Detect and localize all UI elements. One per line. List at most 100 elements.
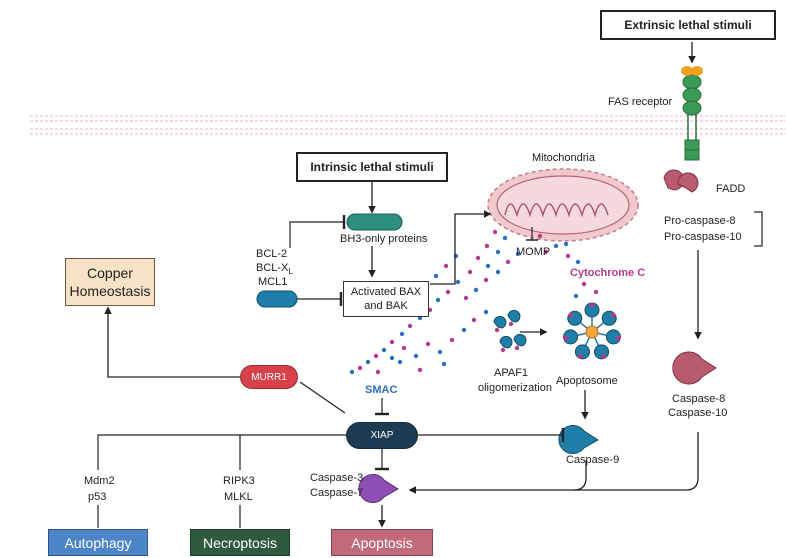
cytochrome-dot [483,277,489,283]
copper-label-line2: Homeostasis [69,283,151,299]
smac-dot [515,251,521,257]
mdm2-label: Mdm2 [84,475,115,487]
smac-dot [461,327,467,333]
apaf1-label: APAF1 [494,367,529,379]
caspase9-to-caspase3-line [573,460,587,491]
cytochrome-dot [425,341,431,347]
cytochrome-dot [565,253,571,259]
apoptosome-cytochrome [563,335,569,341]
smac-dot [381,347,387,353]
cytochrome-dot [401,345,407,351]
murr1-to-copper-arrow [104,306,240,378]
xiap-pill: XIAP [346,422,418,449]
murr1-to-xiap-line [299,381,346,414]
apoptosome-cytochrome [589,302,595,308]
caspase-3-icon [358,474,399,503]
mitochondria-label: Mitochondria [532,152,595,164]
apaf1-monomer [507,309,521,323]
cytochrome-dot [581,281,587,287]
mcl1-label: MCL1 [258,276,288,288]
smac-label: SMAC [365,384,398,396]
activated-bax-box: Activated BAX and BAK [343,281,429,317]
apoptosome-cytochrome [568,312,574,318]
cytochrome-c-label: Cytochrome C [570,267,646,279]
cytochrome-dot [463,295,469,301]
bcl2-inhibits-bh3-line [289,214,346,248]
intrinsic-stimuli-label: Intrinsic lethal stimuli [310,160,434,174]
apaf1-cytochrome [514,345,520,351]
smac-dot [502,235,508,241]
smac-dot [365,359,371,365]
smac-dot [437,349,443,355]
apaf1-cytochrome [500,347,506,353]
cell-membrane [30,115,786,135]
caspase8-to-caspase3-arrow [408,432,699,494]
apoptosome-cytochrome [615,335,621,341]
cytochrome-dot [417,367,423,373]
copper-label-line1: Copper [87,265,133,281]
caspase-10-label: Caspase-10 [668,407,728,419]
cytochrome-dot [471,317,477,323]
apoptosome-cytochrome [610,312,616,318]
bclx-text: BCL-X [256,262,289,274]
caspase-7-label: Caspase-7 [310,487,364,499]
apoptosome-cytochrome [601,353,607,359]
smac-dot [473,287,479,293]
apoptosis-label: Apoptosis [351,534,413,551]
bcl2-label: BCL-2 [256,248,288,260]
cytochrome-dot [543,249,549,255]
bax-to-mitochondria-arrow [430,210,492,285]
caspase-9-icon [558,425,599,454]
bclx-label: BCL-XL [256,261,293,279]
smac-dot [485,263,491,269]
apaf1-monomer [513,333,527,347]
bclx-subscript: L [288,267,293,277]
autophagy-label: Autophagy [64,534,132,551]
smac-dot [435,297,441,303]
necroptosis-label: Necroptosis [203,534,277,551]
extrinsic-stimuli-label: Extrinsic lethal stimuli [624,18,752,32]
cytochrome-dot [357,365,363,371]
momp-label: MOMP [516,246,551,258]
pro-caspase-bracket [754,211,763,247]
smac-dot [553,243,559,249]
smac-dot [349,369,355,375]
murr1-label: MURR1 [251,371,287,383]
fadd-label: FADD [716,183,746,195]
smac-dot [575,259,581,265]
cytochrome-dot [475,255,481,261]
caspase-8-icon [672,351,717,385]
apoptosome-core [585,325,599,339]
mitochondria-icon [487,168,639,242]
smac-dot [433,273,439,279]
pro-caspase-10-label: Pro-caspase-10 [664,231,742,243]
cytochrome-dot [373,353,379,359]
caspase-8-label: Caspase-8 [672,393,726,405]
smac-dot [495,269,501,275]
cytochrome-dot [449,337,455,343]
oligomerization-label: oligomerization [478,382,552,394]
cytochrome-dot [492,229,498,235]
smac-dot [483,309,489,315]
smac-dot [441,361,447,367]
murr1-pill: MURR1 [240,365,298,389]
p53-label: p53 [88,491,107,503]
fas-receptor-label: FAS receptor [608,96,673,108]
smac-dot [495,249,501,255]
cytochrome-dot [407,323,413,329]
bh3-protein-icon [346,213,403,231]
intrinsic-stimuli-box: Intrinsic lethal stimuli [296,152,448,182]
cytochrome-dot [467,269,473,275]
autophagy-box: Autophagy [48,529,148,556]
smac-dot [455,279,461,285]
apaf1-monomer [499,335,513,349]
xiap-to-autophagy-line [97,434,346,470]
smac-dot [399,331,405,337]
mlkl-label: MLKL [224,491,253,503]
necroptosis-box: Necroptosis [190,529,290,556]
bax-label-line2: and BAK [364,300,408,312]
fas-receptor-icon [682,74,702,161]
fadd-icon [663,169,699,193]
pro-caspase-8-label: Pro-caspase-8 [664,215,736,227]
cytochrome-dot [484,243,490,249]
